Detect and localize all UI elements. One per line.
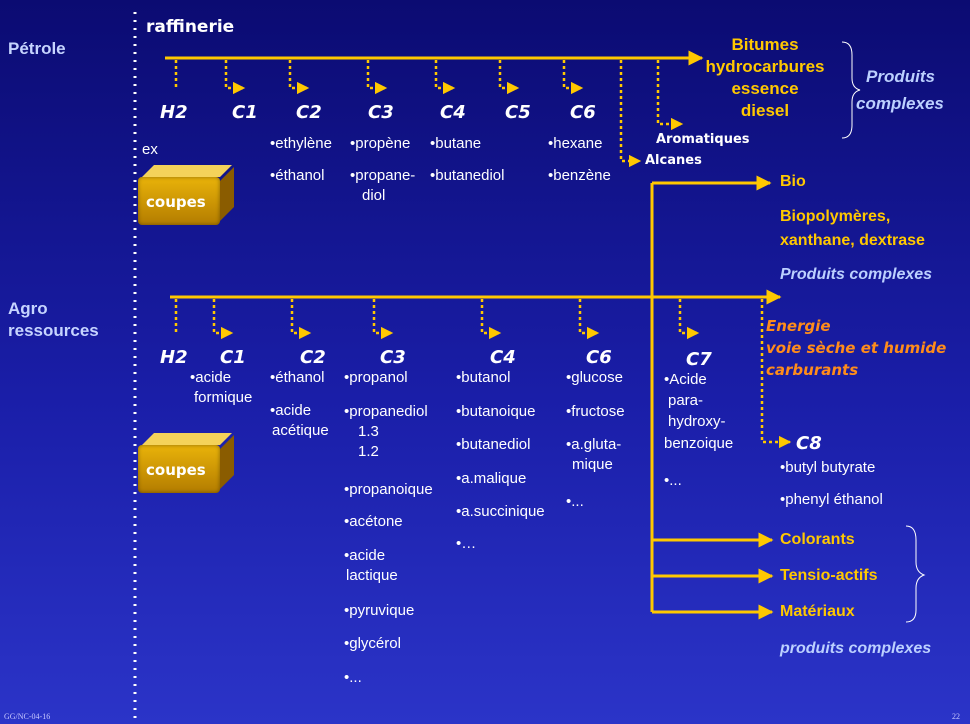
coupes-block-agro: coupes [138,433,238,495]
agro-node-c8: C8 [796,433,822,454]
agro-c7-item: benzoique [664,435,734,452]
energie-line2: voie sèche et humide [766,339,947,357]
agro-c4-item: •butanol [456,369,511,386]
branch-colorants: Colorants [780,531,855,548]
branch-bio: Bio [780,173,806,190]
agro-c1-item: formique [194,389,253,406]
footer-left: GG/NC-04-16 [4,712,51,721]
petrole-node-c5: C5 [505,102,531,123]
branch-produits-complexes: Produits complexes [780,266,933,283]
agro-c1-item: •acide [190,369,232,386]
petrole-c4-item: •butane [430,135,482,152]
agro-node-h2: H2 [160,347,188,368]
petrole-c3-item: diol [362,187,386,204]
petrole-ex: ex [142,141,158,158]
coupes-label: coupes [146,193,206,211]
petrole-produits-line1: Produits [866,67,935,86]
product-essence: essence [731,79,799,98]
petrole-c2-item: •éthanol [270,167,325,184]
raffinerie-label: raffinerie [146,17,235,37]
agro-c3-item: 1.3 [358,423,379,440]
petrole-node-c3: C3 [368,102,394,123]
petrole-node-h2: H2 [160,102,188,123]
petrole-c4-item: •butanediol [430,167,505,184]
agro-c8-item: •butyl butyrate [780,459,876,476]
coupes-label: coupes [146,461,206,479]
agro-c6-item: •fructose [566,403,625,420]
branch-tensio: Tensio-actifs [780,567,878,584]
agro-c3-item: •acide [344,547,386,564]
top-products: Bitumes hydrocarbures essence diesel [690,34,840,122]
agro-c3-item: •acétone [344,513,403,530]
agro-node-c6: C6 [586,347,612,368]
petrole-c3-item: •propane- [350,167,416,184]
agro-c6-item: •a.gluta- [566,436,622,453]
agro-label-line1: Agro [8,299,48,318]
agro-c3-item: •propanoique [344,481,433,498]
product-diesel: diesel [740,101,790,120]
agro-c3-item: •propanediol [344,403,428,420]
petrole-c2-item: •ethylène [270,135,332,152]
agro-node-c1: C1 [220,347,246,368]
agro-c6-item: mique [572,456,613,473]
agro-c7-item: •... [664,472,682,489]
petrole-node-c6: C6 [570,102,596,123]
agro-c3-item: •propanol [344,369,408,386]
brace-agro [905,525,926,623]
agro-c3-item: •pyruvique [344,602,415,619]
agro-c2-item: •éthanol [270,369,325,386]
agro-c4-item: •… [456,535,477,552]
agro-c3-item: •... [344,669,362,686]
footer-page-number: 22 [952,712,960,721]
agro-c3-item: 1.2 [358,443,379,460]
petrole-node-c1: C1 [232,102,258,123]
agro-c4-item: •butanoique [456,403,536,420]
product-hydrocarbures: hydrocarbures [705,57,825,76]
energie-line1: Energie [766,317,831,335]
brace-petrole [841,41,861,139]
agro-c8-item: •phenyl éthanol [780,491,883,508]
petrole-node-c2: C2 [296,102,322,123]
agro-c7-item: hydroxy- [668,413,726,430]
agro-c6-item: •glucose [566,369,623,386]
product-bitumes: Bitumes [731,35,799,54]
agro-c3-item: •glycérol [344,635,401,652]
petrole-node-c4: C4 [440,102,466,123]
branch-materiaux: Matériaux [780,603,855,620]
agro-c2-item: •acide [270,402,312,419]
alcanes-label: Alcanes [645,153,702,168]
agro-c3-item: lactique [346,567,398,584]
petrole-c3-item: •propène [350,135,411,152]
coupes-block-petrole: coupes [138,165,238,227]
agro-c7-item: para- [668,392,704,409]
agro-c4-item: •a.succinique [456,503,545,520]
agro-c7-item: •Acide [664,371,707,388]
agro-node-c2: C2 [300,347,326,368]
aromatiques-label: Aromatiques [656,132,750,147]
petrole-produits-line2: complexes [856,94,944,113]
agro-c2-item: acétique [272,422,329,439]
agro-node-c3: C3 [380,347,406,368]
petrole-c6-item: •hexane [548,135,603,152]
petrole-label: Pétrole [8,39,66,58]
branch-biopolymeres-1: Biopolymères, [780,208,891,225]
agro-label-line2: ressources [8,321,99,340]
energie-line3: carburants [766,361,859,379]
agro-node-c7: C7 [686,349,712,370]
agro-c4-item: •butanediol [456,436,531,453]
agro-c6-item: •... [566,493,584,510]
branch-produits-complexes-low: produits complexes [780,640,932,657]
agro-node-c4: C4 [490,347,516,368]
agro-c4-item: •a.malique [456,470,527,487]
branch-biopolymeres-2: xanthane, dextrase [780,232,925,249]
petrole-c6-item: •benzène [548,167,611,184]
